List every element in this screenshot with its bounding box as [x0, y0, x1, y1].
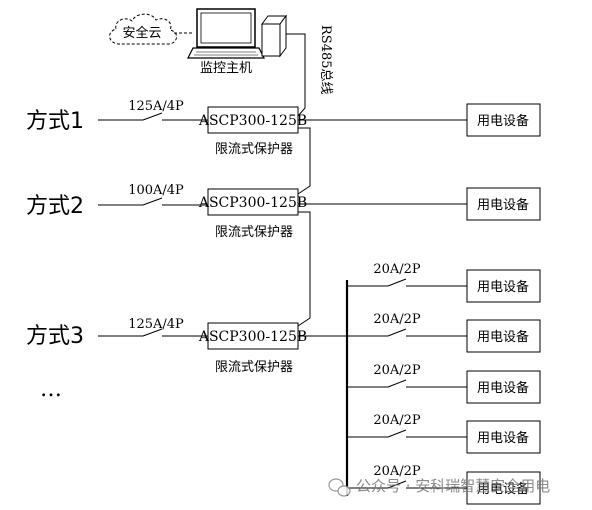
method-3-label: 方式3: [26, 324, 84, 349]
method-1-protector-box: [207, 106, 299, 134]
breaker-switch-icon: [387, 379, 407, 388]
method-3-protector-caption: 限流式保护器: [215, 360, 293, 375]
method-1-branch: 方式1 125A/4P ASCP300-125B 限流式保护器 用电设备: [26, 99, 541, 157]
branch-load-label: 用电设备: [477, 380, 529, 396]
method-3-breaker-rating: 125A/4P: [128, 317, 184, 332]
branch-load-label: 用电设备: [477, 279, 529, 295]
method-2-protector-box: [207, 188, 299, 216]
cloud-icon: 安全云: [109, 13, 177, 45]
rs485-bus-line: [286, 33, 306, 117]
method-1-load-box: [466, 103, 541, 137]
method-3-protector-model: ASCP300-125B: [198, 329, 307, 345]
branch-breaker-rating: 20A/2P: [373, 413, 421, 428]
server-icon: [261, 14, 287, 58]
rs485-bus-segment-3: [297, 211, 311, 327]
method-3-protector-box: [207, 322, 299, 350]
breaker-switch-icon: [387, 429, 407, 438]
method-2-load-label: 用电设备: [477, 197, 529, 213]
rs485-bus-label: RS485总线: [318, 25, 333, 95]
breaker-switch-icon: [387, 480, 407, 489]
watermark-text: 公众号 · 安科瑞智慧安全用电: [356, 477, 550, 495]
method-2-breaker-rating: 100A/4P: [128, 183, 184, 198]
method-2-load-box: [466, 187, 541, 221]
branch-load-box: [466, 269, 541, 303]
branch-load-label: 用电设备: [477, 329, 529, 345]
breaker-switch-icon: [142, 112, 163, 121]
branch-load-box: [466, 319, 541, 353]
branch-breaker-rating: 20A/2P: [373, 363, 421, 378]
method-2-protector-model: ASCP300-125B: [198, 195, 307, 211]
method-1-label: 方式1: [26, 109, 84, 134]
branch-breaker-rating: 20A/2P: [373, 262, 421, 277]
breaker-switch-icon: [387, 328, 407, 337]
watermark: 公众号 · 安科瑞智慧安全用电: [328, 477, 550, 497]
wechat-icon: [328, 478, 351, 497]
rs485-bus-segment-2: [297, 127, 311, 195]
breaker-switch-icon: [142, 197, 163, 206]
laptop-icon: [187, 8, 265, 59]
branch-circuits: 20A/2P 用电设备 20A/2P 用电设备 20A/2P 用电设备 20A/2P 用电设备…: [347, 262, 541, 505]
branch-load-label: 用电设备: [477, 481, 529, 497]
branch-breaker-rating: 20A/2P: [373, 312, 421, 327]
method-1-breaker-rating: 125A/4P: [128, 99, 184, 114]
branch-load-label: 用电设备: [477, 430, 529, 446]
branch-load-box: [466, 420, 541, 454]
breaker-switch-icon: [142, 328, 163, 337]
method-1-load-label: 用电设备: [477, 113, 529, 129]
method-1-protector-model: ASCP300-125B: [198, 113, 307, 129]
more-methods-ellipsis: …: [40, 377, 62, 402]
branch-load-box: [466, 370, 541, 404]
branch-breaker-rating: 20A/2P: [373, 464, 421, 479]
breaker-switch-icon: [387, 278, 407, 287]
method-2-branch: 方式2 100A/4P ASCP300-125B 限流式保护器 用电设备: [26, 183, 541, 240]
host-label: 监控主机: [200, 61, 252, 76]
cloud-label: 安全云: [122, 25, 161, 41]
method-1-protector-caption: 限流式保护器: [215, 142, 293, 157]
branch-load-box: [466, 471, 541, 505]
method-3-branch: 方式3 125A/4P ASCP300-125B 限流式保护器: [26, 317, 347, 375]
method-2-label: 方式2: [26, 194, 84, 219]
method-2-protector-caption: 限流式保护器: [215, 225, 293, 240]
